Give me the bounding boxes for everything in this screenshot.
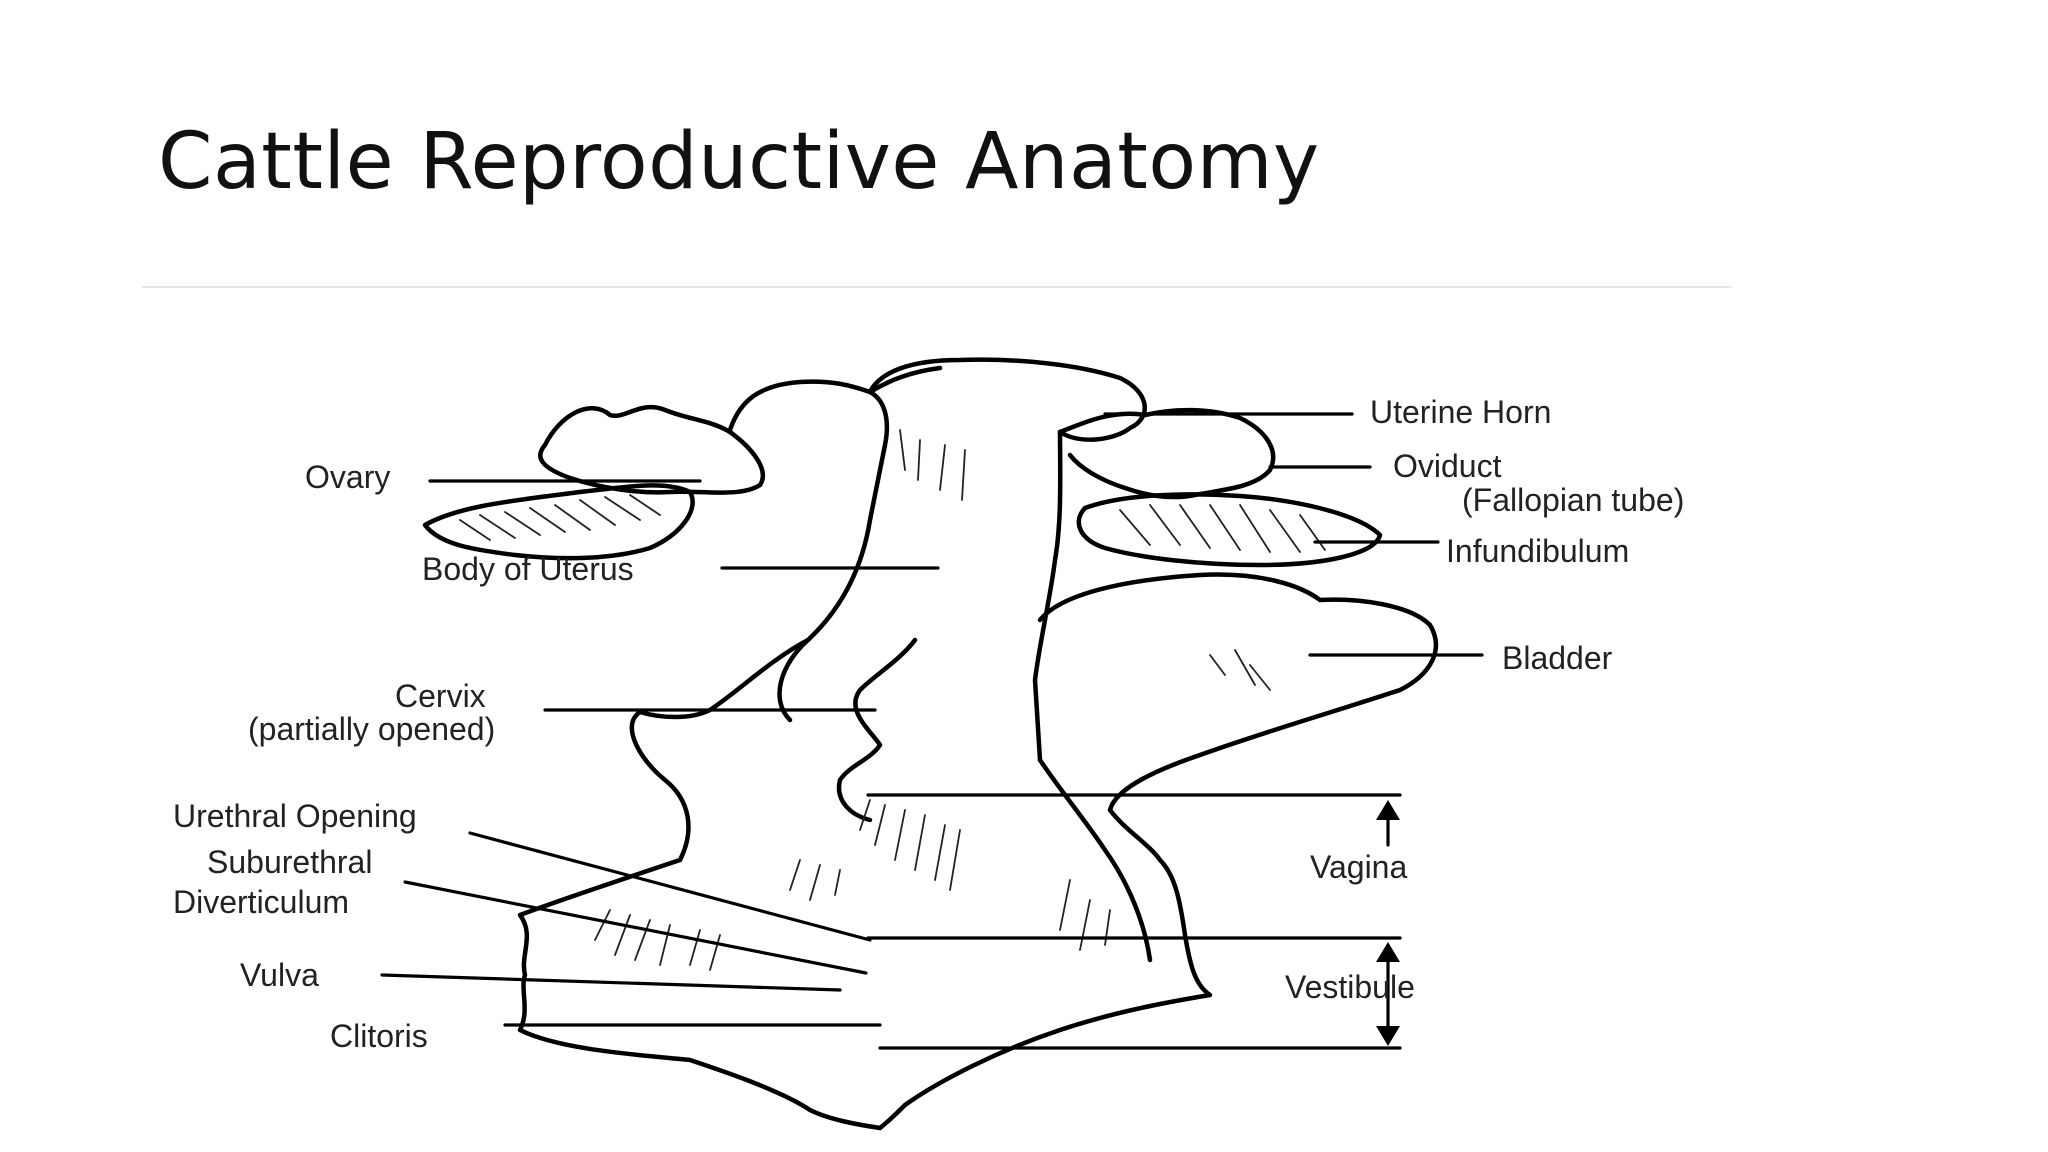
label-infundibulum: Infundibulum — [1446, 533, 1629, 569]
vaginal-inner-curve — [1037, 757, 1153, 963]
extent-arrows — [1376, 800, 1400, 1046]
vagina-arrowhead — [1376, 800, 1400, 820]
leader-suburethral — [403, 880, 868, 975]
label-cervix: Cervix — [395, 678, 486, 714]
label-suburethral: Suburethral — [207, 844, 372, 880]
label-clitoris: Clitoris — [330, 1018, 428, 1054]
right-infundibulum-outline — [1076, 492, 1383, 568]
left-horn-outline — [727, 365, 943, 433]
organ-outlines — [422, 357, 1439, 1131]
slide-title: Cattle Reproductive Anatomy — [158, 117, 1320, 207]
vagina-right-wall — [877, 807, 1213, 1131]
label-cervix-sub: (partially opened) — [248, 711, 495, 747]
left-ovary-outline — [422, 483, 695, 561]
diagram-labels: Uterine Horn Oviduct (Fallopian tube) In… — [173, 394, 1684, 1054]
label-diverticulum: Diverticulum — [173, 884, 349, 920]
label-vagina: Vagina — [1310, 849, 1407, 885]
title-divider — [142, 286, 1732, 288]
leader-vulva — [380, 973, 842, 992]
leader-lines — [380, 412, 1484, 1050]
label-uterine-horn: Uterine Horn — [1370, 394, 1551, 430]
vagina-outline — [517, 857, 883, 1131]
uterus-right-wall — [1032, 429, 1063, 763]
left-oviduct-outline — [538, 404, 766, 495]
label-oviduct: Oviduct — [1393, 448, 1502, 484]
label-body-of-uterus: Body of Uterus — [422, 551, 634, 587]
vestibule-arrowhead-top — [1376, 942, 1400, 962]
tissue-hatching — [459, 429, 1326, 971]
label-bladder: Bladder — [1502, 640, 1613, 676]
label-oviduct-sub: (Fallopian tube) — [1462, 482, 1684, 518]
label-ovary: Ovary — [305, 459, 390, 495]
label-vulva: Vulva — [240, 957, 319, 993]
cervix-outline — [629, 637, 811, 863]
bladder-outline — [1037, 572, 1439, 813]
vestibule-arrowhead-bottom — [1376, 1026, 1400, 1046]
cervix-inner-outline — [836, 637, 918, 823]
label-urethral-opening: Urethral Opening — [173, 798, 417, 834]
label-vestibule: Vestibule — [1285, 969, 1415, 1005]
leader-urethral-opening — [468, 831, 872, 942]
uterus-outline — [777, 357, 1147, 723]
right-oviduct-outline — [1057, 407, 1276, 500]
